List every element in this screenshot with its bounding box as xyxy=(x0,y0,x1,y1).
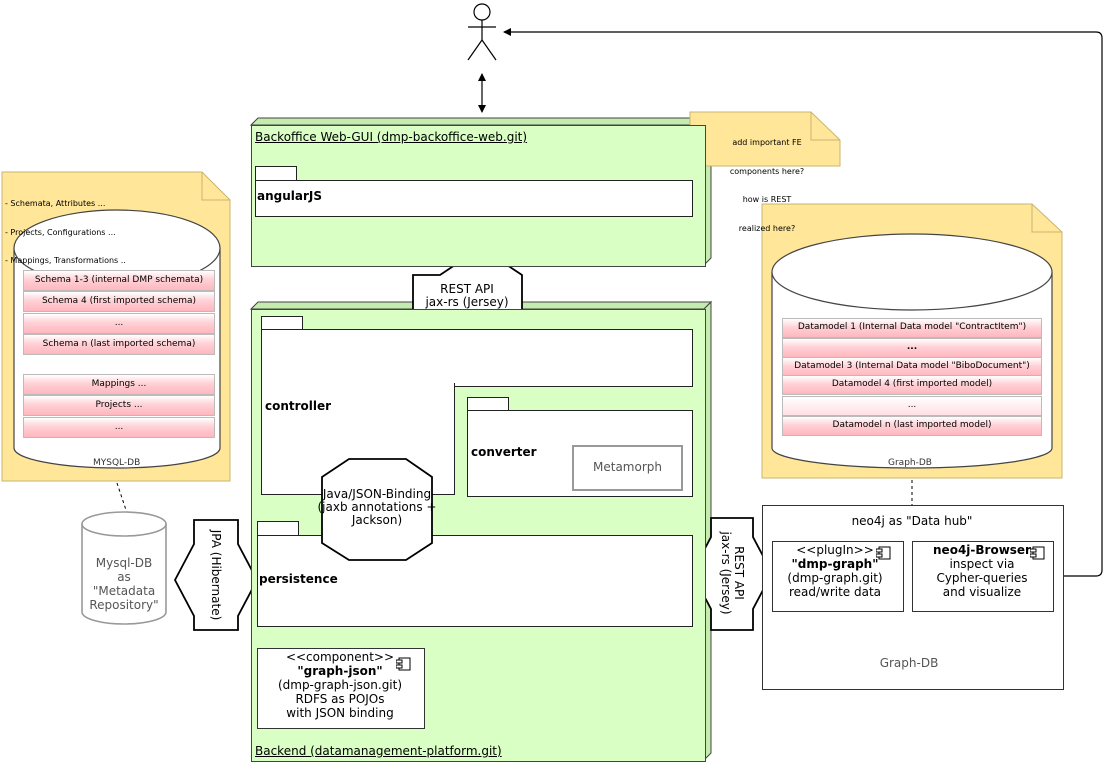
converter-label: converter xyxy=(471,445,537,459)
datamodel-row: Datamodel 1 (Internal Data model "Contra… xyxy=(782,318,1042,338)
mapping-row: Projects ... xyxy=(23,395,215,416)
datamodel-row: ... xyxy=(782,396,1042,416)
backoffice-title: Backoffice Web-GUI (dmp-backoffice-web.g… xyxy=(255,130,528,144)
metamorph-label: Metamorph xyxy=(593,460,662,474)
neo4j-browser-text: neo4j-Browser inspect via Cypher-queries… xyxy=(933,543,1031,599)
mapping-row: Mappings ... xyxy=(23,374,215,395)
angularjs-label: angularJS xyxy=(257,189,323,203)
datamodel-row: Datamodel n (last imported model) xyxy=(782,416,1042,436)
mysql-db-cylinder xyxy=(81,511,167,625)
mysql-db-text: Mysql-DB as "Metadata Repository" xyxy=(89,556,159,612)
schema-row: Schema 1-3 (internal DMP schemata) xyxy=(23,270,215,291)
actor-browser-arrow xyxy=(503,28,1103,580)
dmp-graph-text: <<plugIn>> "dmp-graph" (dmp-graph.git) r… xyxy=(787,543,883,599)
controller-label: controller xyxy=(265,399,332,413)
graph-db-small-label: Graph-DB xyxy=(879,656,939,670)
jpa-label: JPA (Hibernate) xyxy=(209,529,223,621)
binding-label: Java/JSON-Binding (jaxb annotations + Ja… xyxy=(317,487,437,527)
mysql-note-link xyxy=(116,482,127,511)
angularjs-package[interactable] xyxy=(255,180,693,217)
datamodel-row: ... xyxy=(782,338,1042,358)
schema-row: Schema 4 (first imported schema) xyxy=(23,291,215,312)
plugin-component-icon xyxy=(876,546,891,560)
actor-stickman xyxy=(467,3,497,61)
rest-api-top-label: REST API jax-rs (Jersey) xyxy=(425,282,509,309)
graph-json-text: <<component>> "graph-json" (dmp-graph-js… xyxy=(277,650,403,720)
backend-title: Backend (datamanagement-platform.git) xyxy=(255,744,502,758)
neo4j-browser-box[interactable] xyxy=(912,541,1054,612)
datamodel-row: Datamodel 3 (Internal Data model "BiboDo… xyxy=(782,357,1042,377)
persistence-label: persistence xyxy=(259,572,338,586)
schema-row: Schema n (last imported schema) xyxy=(23,334,215,355)
browser-component-icon xyxy=(1030,546,1045,560)
controller-package-top[interactable] xyxy=(261,329,693,387)
schema-row: ... xyxy=(23,313,215,334)
mapping-row: ... xyxy=(23,417,215,438)
datamodel-row: Datamodel 4 (first imported model) xyxy=(782,375,1042,395)
metamorph-box[interactable] xyxy=(572,445,683,491)
mysql-db-label: MYSQL-DB xyxy=(93,458,141,468)
component-icon xyxy=(396,657,411,671)
rest-api-right-label: REST API jax-rs (Jersey) xyxy=(719,531,746,615)
persistence-package[interactable] xyxy=(257,535,693,627)
neo4j-title: neo4j as "Data hub" xyxy=(851,514,973,528)
note-fe-text: add important FE components here? how is… xyxy=(729,138,805,233)
mysql-note-text: - Schemata, Attributes ... - Projects, C… xyxy=(5,199,126,265)
graph-db-note-label: Graph-DB xyxy=(888,458,932,468)
